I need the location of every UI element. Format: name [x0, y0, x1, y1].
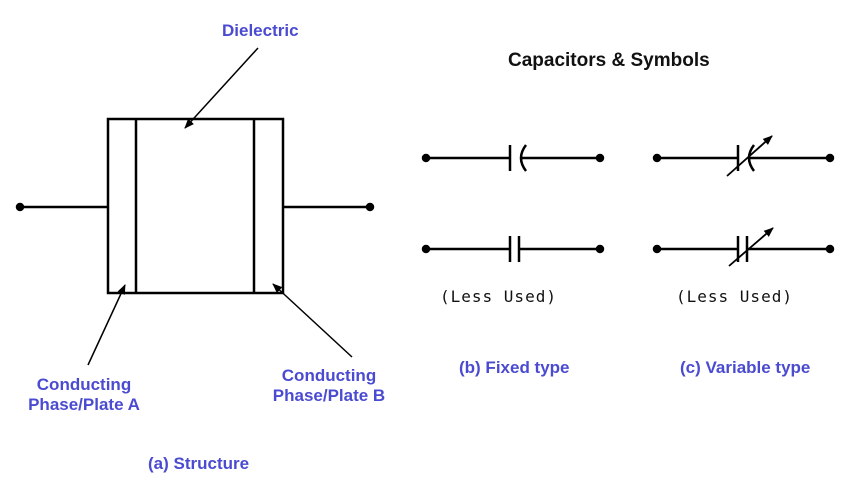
left-terminal	[15, 202, 25, 212]
variable-type-caption: (c) Variable type	[680, 358, 811, 377]
fixed-less-used-note: (Less Used)	[440, 287, 557, 306]
pointer-arrows	[87, 47, 353, 366]
structure-caption: (a) Structure	[148, 454, 250, 473]
plate-a-label: Conducting Phase/Plate A	[20, 375, 148, 415]
structure-drawing	[15, 117, 375, 295]
plate-a-label-line2: Phase/Plate A	[28, 395, 140, 414]
fixed-type-caption: (b) Fixed type	[459, 358, 570, 377]
capacitor-body	[106, 117, 285, 295]
variable-capacitor-symbol-less-used	[652, 227, 835, 267]
plate-b-label-line1: Conducting	[281, 366, 377, 385]
variable-arrow-less-used	[728, 227, 774, 267]
plate-a-label-line1: Conducting	[36, 375, 132, 394]
fixed-capacitor-symbol-less-used	[421, 236, 605, 262]
plate-b-label: Conducting Phase/Plate B	[265, 366, 393, 406]
variable-capacitor-symbol	[652, 135, 835, 177]
dielectric-arrow	[184, 47, 259, 129]
right-terminal	[365, 202, 375, 212]
fixed-capacitor-symbol	[421, 144, 605, 172]
plate-b-label-line2: Phase/Plate B	[272, 386, 386, 405]
dielectric-label: Dielectric	[222, 21, 299, 40]
plate-a-arrow	[87, 284, 126, 366]
variable-arrow	[726, 135, 773, 177]
plate-b-arrow	[272, 283, 353, 358]
variable-less-used-note: (Less Used)	[676, 287, 793, 306]
diagram-title: Capacitors & Symbols	[508, 50, 710, 71]
